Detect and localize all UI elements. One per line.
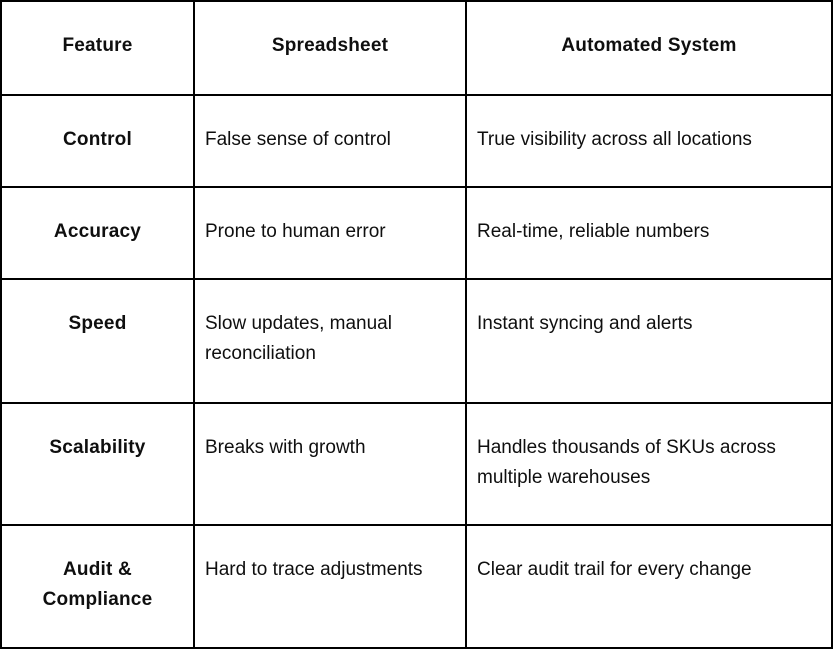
feature-label: Speed [0,278,195,404]
table-row: Audit & Compliance Hard to trace adjustm… [0,524,833,649]
header-spreadsheet: Spreadsheet [193,0,467,96]
feature-label: Accuracy [0,186,195,280]
feature-label: Control [0,94,195,188]
automated-value: True visibility across all locations [465,94,833,188]
table-row: Speed Slow updates, manual reconciliatio… [0,278,833,404]
spreadsheet-value: Hard to trace adjustments [193,524,467,649]
automated-value: Instant syncing and alerts [465,278,833,404]
spreadsheet-value: Breaks with growth [193,402,467,526]
spreadsheet-value: False sense of control [193,94,467,188]
header-feature: Feature [0,0,195,96]
spreadsheet-value: Prone to human error [193,186,467,280]
table-header-row: Feature Spreadsheet Automated System [0,0,833,96]
spreadsheet-value: Slow updates, manual reconciliation [193,278,467,404]
feature-label: Scalability [0,402,195,526]
table-row: Accuracy Prone to human error Real-time,… [0,186,833,280]
automated-value: Real-time, reliable numbers [465,186,833,280]
automated-value: Handles thousands of SKUs across multipl… [465,402,833,526]
automated-value: Clear audit trail for every change [465,524,833,649]
feature-label: Audit & Compliance [0,524,195,649]
table-row: Control False sense of control True visi… [0,94,833,188]
table-row: Scalability Breaks with growth Handles t… [0,402,833,526]
header-automated-system: Automated System [465,0,833,96]
